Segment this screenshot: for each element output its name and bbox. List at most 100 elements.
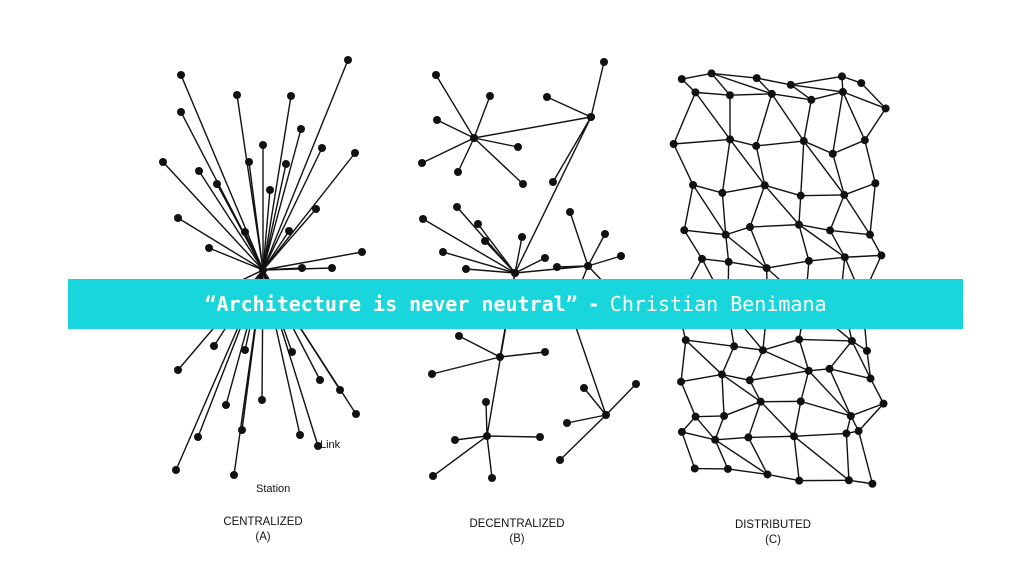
distributed-link: [829, 194, 845, 231]
decentralized-station: [601, 230, 609, 238]
distributed-station: [866, 374, 875, 383]
distributed-link: [701, 258, 729, 263]
distributed-station: [689, 180, 698, 189]
distributed-station: [730, 342, 739, 351]
distributed-link: [681, 431, 696, 469]
decentralized-link: [552, 116, 592, 183]
distributed-link: [798, 195, 802, 225]
distributed-link: [673, 138, 731, 145]
decentralized-hub-station: [496, 353, 504, 361]
decentralized-link: [432, 435, 488, 477]
centralized-station: [194, 433, 202, 441]
decentralized-link: [559, 414, 607, 461]
centralized-station: [174, 366, 182, 374]
distributed-station: [857, 79, 866, 88]
centralized-station: [259, 141, 267, 149]
decentralized-link: [486, 435, 541, 438]
distributed-station: [707, 69, 716, 78]
quote-text: “Architecture is never neutral”: [204, 292, 578, 316]
distributed-station: [837, 72, 846, 81]
decentralized-link: [454, 435, 488, 441]
distributed-link: [869, 378, 885, 404]
centralized-station: [296, 431, 304, 439]
decentralized-link: [422, 218, 516, 274]
distributed-station: [854, 427, 863, 436]
centralized-station: [241, 228, 249, 236]
distributed-link: [793, 401, 802, 437]
decentralized-link: [514, 116, 592, 274]
distributed-link: [721, 139, 731, 194]
centralized-link: [208, 247, 264, 271]
decentralized-station: [474, 220, 482, 228]
decentralized-station: [632, 380, 640, 388]
decentralized-station: [451, 436, 459, 444]
distributed-link: [832, 139, 866, 155]
distributed-station: [865, 230, 874, 239]
centralized-station: [195, 167, 203, 175]
distributed-link: [684, 229, 726, 236]
distributed-station: [762, 264, 771, 273]
distributed-link: [764, 184, 800, 226]
distributed-link: [729, 138, 757, 147]
decentralized-station: [511, 269, 519, 277]
decentralized-link: [473, 116, 592, 139]
distributed-station: [862, 346, 871, 355]
distributed-link: [793, 435, 850, 481]
decentralized-station: [556, 456, 564, 464]
decentralized-link: [421, 137, 475, 164]
distributed-station: [677, 75, 686, 84]
distributed-link: [844, 182, 876, 196]
distributed-link: [681, 431, 716, 441]
distributed-link: [692, 184, 727, 236]
distributed-link: [723, 401, 761, 417]
label-distributed: DISTRIBUTED(C): [734, 517, 811, 546]
decentralized-hub-station: [602, 411, 610, 419]
centralized-station: [288, 348, 296, 356]
distributed-link: [694, 91, 731, 140]
distributed-link: [711, 72, 731, 96]
centralized-link: [262, 208, 317, 271]
distributed-link: [799, 338, 852, 342]
centralized-link: [262, 128, 302, 271]
distributed-station: [724, 257, 733, 266]
centralized-station: [172, 466, 180, 474]
distributed-station: [669, 139, 678, 148]
distributed-station: [756, 397, 765, 406]
decentralized-station: [553, 263, 561, 271]
centralized-station: [241, 346, 249, 354]
centralized-station: [316, 376, 324, 384]
distributed-link: [722, 184, 765, 194]
quote-separator: -: [587, 292, 600, 316]
distributed-link: [766, 260, 810, 269]
decentralized-link: [499, 351, 546, 358]
distributed-link: [798, 224, 846, 258]
distributed-link: [808, 370, 852, 417]
distributed-link: [714, 415, 725, 441]
distributed-station: [879, 399, 888, 408]
decentralized-station: [519, 180, 527, 188]
decentralized-link: [436, 119, 475, 139]
decentralized-link: [477, 223, 516, 274]
distributed-station: [763, 470, 772, 479]
distributed-link: [673, 143, 694, 186]
decentralized-link: [473, 137, 519, 148]
distributed-station: [790, 432, 799, 441]
distributed-station: [795, 335, 804, 344]
centralized-station: [298, 264, 306, 272]
link-annotation: Link: [320, 439, 341, 451]
distributed-link: [692, 184, 723, 194]
distributed-link: [844, 254, 882, 258]
distributed-station: [794, 220, 803, 229]
centralized-station: [233, 91, 241, 99]
distributed-station: [767, 89, 776, 98]
centralized-station: [174, 214, 182, 222]
centralized-station: [314, 442, 322, 450]
distributed-link: [798, 224, 810, 262]
distributed-station: [799, 137, 808, 146]
distributed-link: [685, 339, 735, 347]
quote-banner: “Architecture is never neutral” - Christ…: [68, 279, 963, 329]
distributed-station: [838, 87, 847, 96]
distributed-link: [727, 468, 768, 476]
distributed-station: [840, 253, 849, 262]
